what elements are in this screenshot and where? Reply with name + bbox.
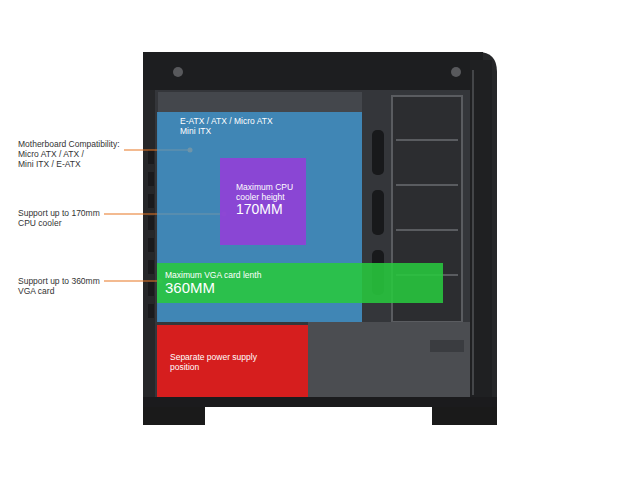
vga-length-value: 360MM — [165, 280, 435, 296]
psu-area: Separate power supply position — [157, 325, 308, 397]
front-panel — [470, 60, 492, 405]
form-factor-text: E-ATX / ATX / Micro ATX Mini ITX — [180, 116, 284, 136]
psu-text: Separate power supply position — [170, 352, 266, 372]
case-bottom — [143, 397, 497, 407]
case-interior — [155, 90, 473, 400]
screw — [173, 67, 183, 77]
cooler-limit-text: Maximum CPU cooler height — [236, 182, 300, 202]
case-body — [143, 52, 497, 407]
callout-heading: Motherboard Compatibility: — [18, 139, 130, 149]
drive-bays — [396, 140, 458, 275]
case-foot — [143, 407, 205, 425]
cooler-height-value: 170MM — [236, 202, 300, 217]
case-foot — [432, 407, 497, 425]
leader-line — [104, 280, 160, 281]
vga-card-band: Maximum VGA card lenth360MM — [157, 263, 443, 303]
vga-limit-text: Maximum VGA card lenth — [165, 270, 435, 280]
callout-text: Micro ATX / ATX / Mini ITX / E-ATX — [18, 149, 94, 169]
shroud-vent — [430, 340, 464, 352]
screw — [451, 67, 461, 77]
case-top — [143, 52, 483, 90]
psu-shroud — [308, 322, 470, 398]
callout-text: Support up to 170mm CPU cooler — [18, 208, 102, 228]
front-edge — [473, 70, 474, 395]
callout-text: Support up to 360mm VGA card — [18, 276, 102, 296]
cpu-cooler-area: Maximum CPU cooler height170MM — [220, 158, 306, 245]
expansion-slots — [148, 150, 154, 318]
